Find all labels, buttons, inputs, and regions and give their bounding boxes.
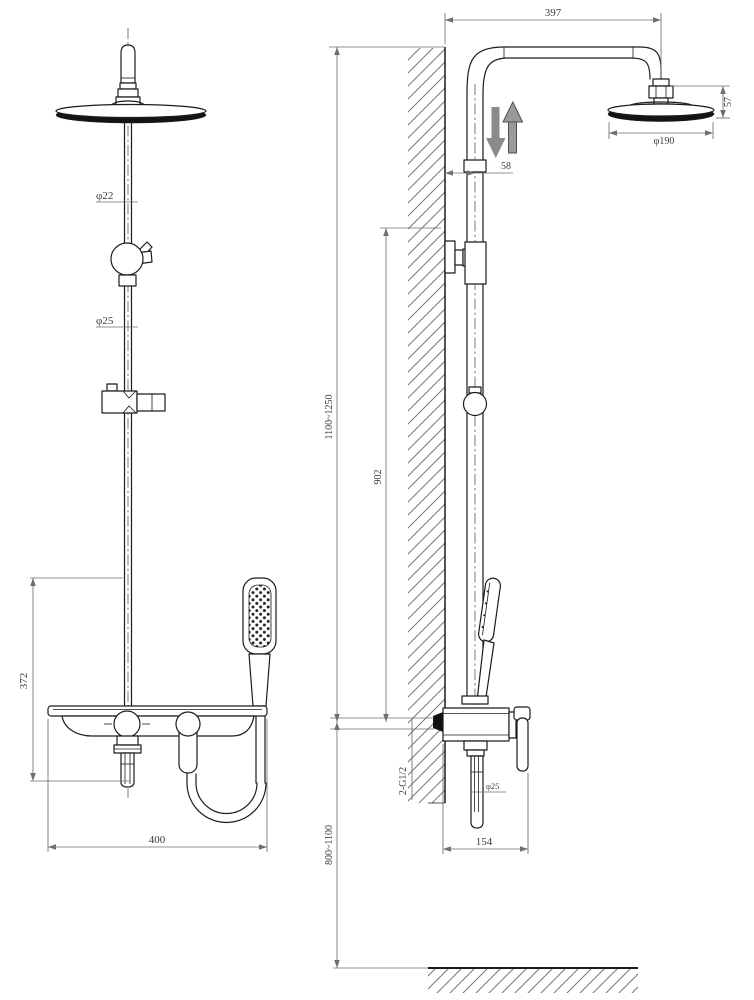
dim-154-label: 154 [476, 836, 493, 848]
arrow-down-icon [486, 107, 506, 158]
hand-shower-front [242, 577, 277, 707]
dim-2g12-label: 2-G1/2 [398, 767, 409, 795]
dim-rod-upper-dia: φ22 [96, 190, 138, 203]
mixer-shelf-front [47, 705, 268, 737]
dim-800-1100-label: 800~1100 [324, 825, 335, 865]
dim-phi25-label: φ25 [96, 315, 114, 327]
dim-397-label: 397 [545, 7, 562, 19]
dim-902-label: 902 [373, 470, 384, 485]
tub-spout-side [463, 740, 488, 829]
arrow-up-icon [502, 100, 524, 154]
callout-spout-dia: φ25 [471, 781, 506, 793]
overhead-shower-front [55, 100, 207, 124]
riser-top-cap-front [115, 44, 141, 106]
riser-rod-front [123, 121, 133, 707]
tub-spout-front [113, 735, 142, 788]
dim-phi190-label: φ190 [654, 136, 675, 147]
slider-bracket-front [101, 383, 166, 414]
slider-knob-side [462, 386, 488, 417]
wall-bracket-side [444, 240, 487, 285]
dim-1100-1250-label: 1100~1250 [324, 394, 335, 439]
mixer-body-side [433, 695, 531, 772]
dim-372-label: 372 [18, 673, 30, 690]
front-view: φ22 φ25 [18, 28, 277, 852]
dim-400-label: 400 [149, 834, 166, 846]
dim-400: 400 [47, 719, 268, 852]
overhead-shower-side [607, 101, 715, 122]
side-view: 397 57 φ190 58 [324, 7, 734, 993]
dim-spout-phi25-label: φ25 [486, 781, 499, 791]
height-adjust-arrows [486, 100, 524, 158]
floor-section [333, 967, 638, 993]
holder-bracket-front [110, 241, 153, 287]
mixer-lever-front [175, 711, 201, 774]
dim-1100-1250: 1100~1250 [324, 46, 445, 722]
dim-phi22-label: φ22 [96, 190, 113, 202]
callout-inlet-thread: 2-G1/2 [398, 718, 413, 800]
dim-372: 372 [18, 577, 130, 782]
dim-57: 57 [670, 85, 734, 119]
dim-58: 58 [445, 161, 513, 176]
shower-arm-side [466, 46, 662, 95]
dim-rod-lower-dia: φ25 [96, 315, 138, 328]
dim-58-label: 58 [501, 161, 511, 172]
dim-800-1100: 800~1100 [324, 717, 434, 968]
wall-section [408, 47, 446, 804]
dim-397: 397 [444, 7, 662, 78]
dim-902: 902 [373, 227, 441, 722]
hand-shower-handle-side [476, 639, 495, 705]
dim-154: 154 [442, 744, 529, 854]
shower-hose-front [186, 715, 267, 824]
dim-phi190: φ190 [608, 122, 714, 147]
hand-shower-side [477, 577, 502, 643]
wall-seal [433, 712, 443, 732]
dim-57-label: 57 [723, 97, 734, 107]
